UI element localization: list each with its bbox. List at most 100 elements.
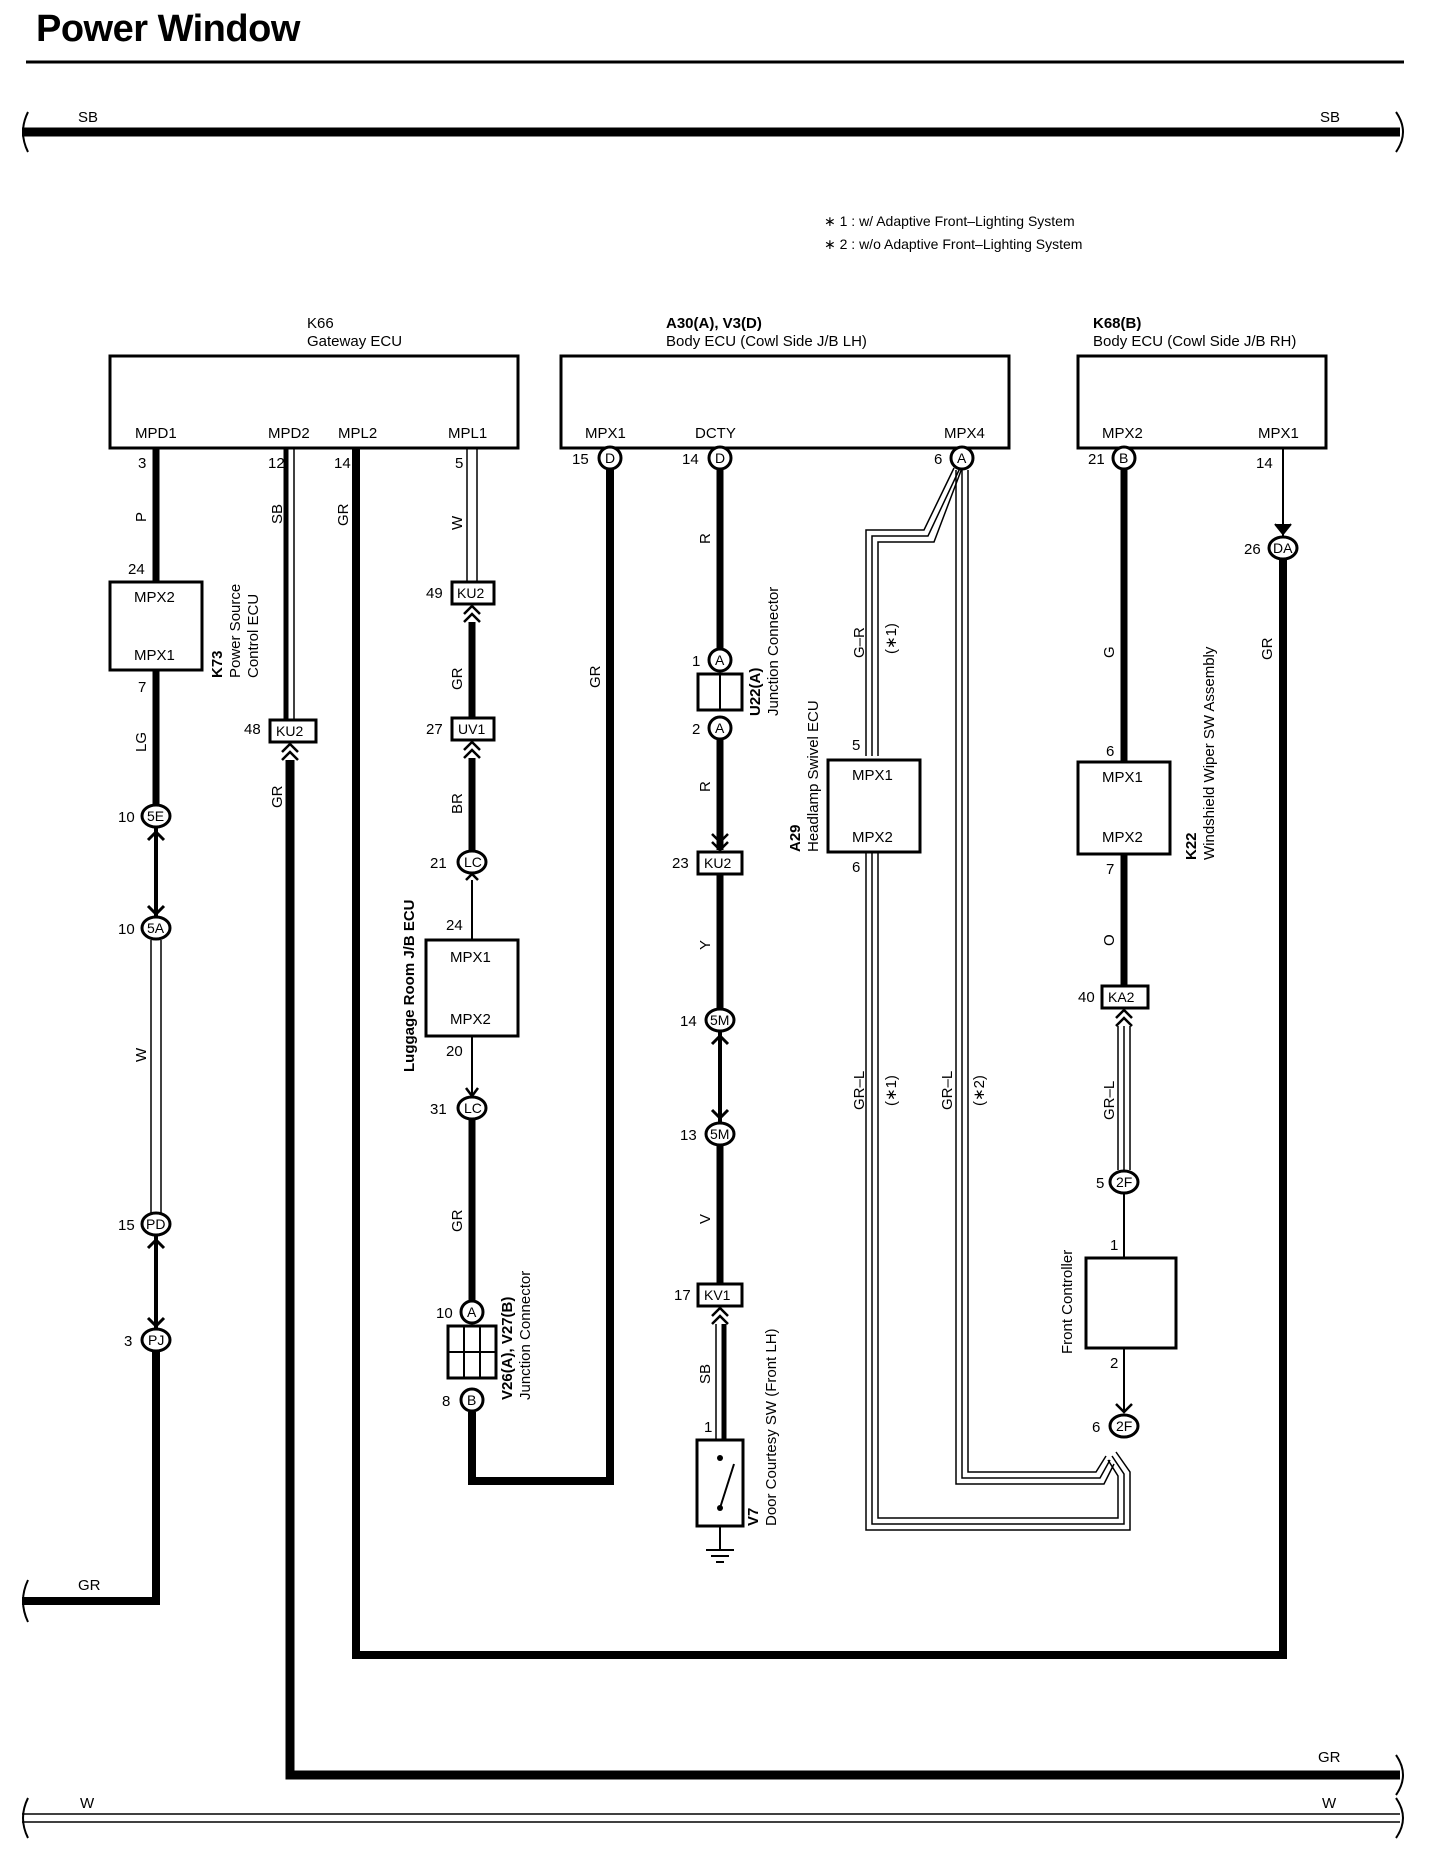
svg-text:LC: LC [464,1100,482,1116]
svg-text:W: W [80,1795,95,1812]
svg-text:40: 40 [1078,989,1095,1006]
svg-text:(∗2): (∗2) [971,1075,988,1106]
wire-mpl2: 14 GR [334,449,1287,1659]
svg-text:2F: 2F [1116,1174,1132,1190]
svg-text:SB: SB [697,1364,714,1384]
svg-text:K68(B): K68(B) [1093,315,1141,332]
svg-text:2: 2 [692,721,700,738]
svg-text:14: 14 [682,451,699,468]
svg-text:G: G [1101,646,1118,658]
bus-label-gr-bottom: GR [1318,1749,1341,1766]
svg-text:24: 24 [446,917,463,934]
svg-text:(∗1): (∗1) [883,623,900,654]
svg-text:14: 14 [1256,455,1273,472]
wire-mpl1: 5 W 49 KU2 GR 27 UV1 BR 21 LC 24 MPX1 MP… [401,449,614,1485]
svg-text:LG: LG [133,732,150,752]
svg-text:10: 10 [118,809,135,826]
svg-text:MPL2: MPL2 [338,425,377,442]
page-title: Power Window [36,8,300,50]
svg-text:15: 15 [118,1217,135,1234]
svg-text:MPX2: MPX2 [1102,425,1143,442]
svg-text:GR: GR [269,785,286,808]
k68-body-ecu-rh: K68(B) Body ECU (Cowl Side J/B RH) MPX2 … [1076,315,1328,450]
svg-text:6: 6 [852,859,860,876]
svg-text:A29: A29 [787,824,804,852]
svg-text:5E: 5E [147,808,164,824]
wire-dcty: 14 D R 1 A 2 A U22(A) Junction Connector… [672,445,782,1563]
svg-text:6: 6 [1106,743,1114,760]
wire-k68-mpx2: 21 B G 6 MPX1 MPX2 K22 Windshield Wiper … [1059,445,1218,1439]
svg-text:P: P [133,512,150,522]
svg-text:PD: PD [146,1216,165,1232]
svg-text:49: 49 [426,585,443,602]
svg-text:A30(A), V3(D): A30(A), V3(D) [666,315,762,332]
wire-mpx4: 6 A G–R (∗1) 5 MPX1 MPX2 A29 Headlamp Sw… [787,445,1131,1531]
svg-text:5: 5 [1096,1175,1104,1192]
svg-text:MPD2: MPD2 [268,425,310,442]
wire-mpd2: 12 SB 48 KU2 GR [244,449,1400,1780]
k22-box [1076,760,1172,856]
svg-text:MPX1: MPX1 [1102,769,1143,786]
a29-box [826,758,922,854]
svg-text:W: W [449,515,466,530]
svg-text:GR: GR [1259,637,1276,660]
wire-a30-mpx1: 15 D GR [572,445,623,688]
svg-text:3: 3 [124,1333,132,1350]
svg-text:5: 5 [455,455,463,472]
svg-text:BR: BR [449,793,466,814]
svg-text:K66: K66 [307,315,334,332]
svg-text:KU2: KU2 [457,585,484,601]
svg-text:Gateway ECU: Gateway ECU [307,333,402,350]
svg-text:12: 12 [268,455,285,472]
svg-text:7: 7 [1106,861,1114,878]
svg-text:Junction Connector: Junction Connector [517,1271,534,1400]
svg-text:D: D [605,450,615,466]
k66-gateway-ecu: K66 Gateway ECU MPD1 MPD2 MPL2 MPL1 [108,315,520,450]
svg-text:MPX4: MPX4 [944,425,985,442]
svg-text:Windshield Wiper SW Assembly: Windshield Wiper SW Assembly [1201,646,1218,860]
svg-text:V: V [697,1214,714,1224]
svg-text:Power Source: Power Source [227,584,244,678]
svg-text:W: W [1322,1795,1337,1812]
svg-text:MPX1: MPX1 [134,647,175,664]
svg-text:V26(A), V27(B): V26(A), V27(B) [499,1297,516,1400]
svg-text:14: 14 [334,455,351,472]
svg-text:G–R: G–R [851,627,868,658]
bottom-w-bus: W W [22,1795,1404,1839]
svg-text:1: 1 [704,1419,712,1436]
svg-text:27: 27 [426,721,443,738]
svg-text:UV1: UV1 [458,721,485,737]
svg-text:Door Courtesy SW (Front LH): Door Courtesy SW (Front LH) [763,1328,780,1526]
wire-k68-mpx1: 14 26 DA GR [1244,449,1299,660]
svg-text:Headlamp Swivel ECU: Headlamp Swivel ECU [805,700,822,852]
svg-text:A: A [715,652,725,668]
svg-text:10: 10 [118,921,135,938]
bus-label-sb-right: SB [1320,109,1340,126]
svg-text:MPX2: MPX2 [852,829,893,846]
svg-text:KV1: KV1 [704,1287,731,1303]
svg-text:15: 15 [572,451,589,468]
svg-text:MPD1: MPD1 [135,425,177,442]
svg-text:20: 20 [446,1043,463,1060]
svg-text:48: 48 [244,721,261,738]
svg-text:GR–L: GR–L [1101,1081,1118,1120]
k73-box [108,580,204,672]
svg-text:B: B [467,1392,476,1408]
svg-text:MPX1: MPX1 [585,425,626,442]
svg-text:A: A [467,1304,477,1320]
svg-text:14: 14 [680,1013,697,1030]
svg-text:Y: Y [697,940,714,950]
svg-text:D: D [715,450,725,466]
svg-text:GR–L: GR–L [851,1071,868,1110]
svg-text:GR: GR [335,503,352,526]
svg-text:SB: SB [269,504,286,524]
svg-text:MPL1: MPL1 [448,425,487,442]
svg-text:17: 17 [674,1287,691,1304]
wire-mpd1: 3 P 24 MPX2 MPX1 K73 Power Source Contro… [22,449,262,1623]
svg-text:13: 13 [680,1127,697,1144]
svg-text:K73: K73 [209,650,226,678]
svg-text:5A: 5A [147,920,165,936]
svg-text:GR: GR [449,1209,466,1232]
svg-text:2: 2 [1110,1355,1118,1372]
